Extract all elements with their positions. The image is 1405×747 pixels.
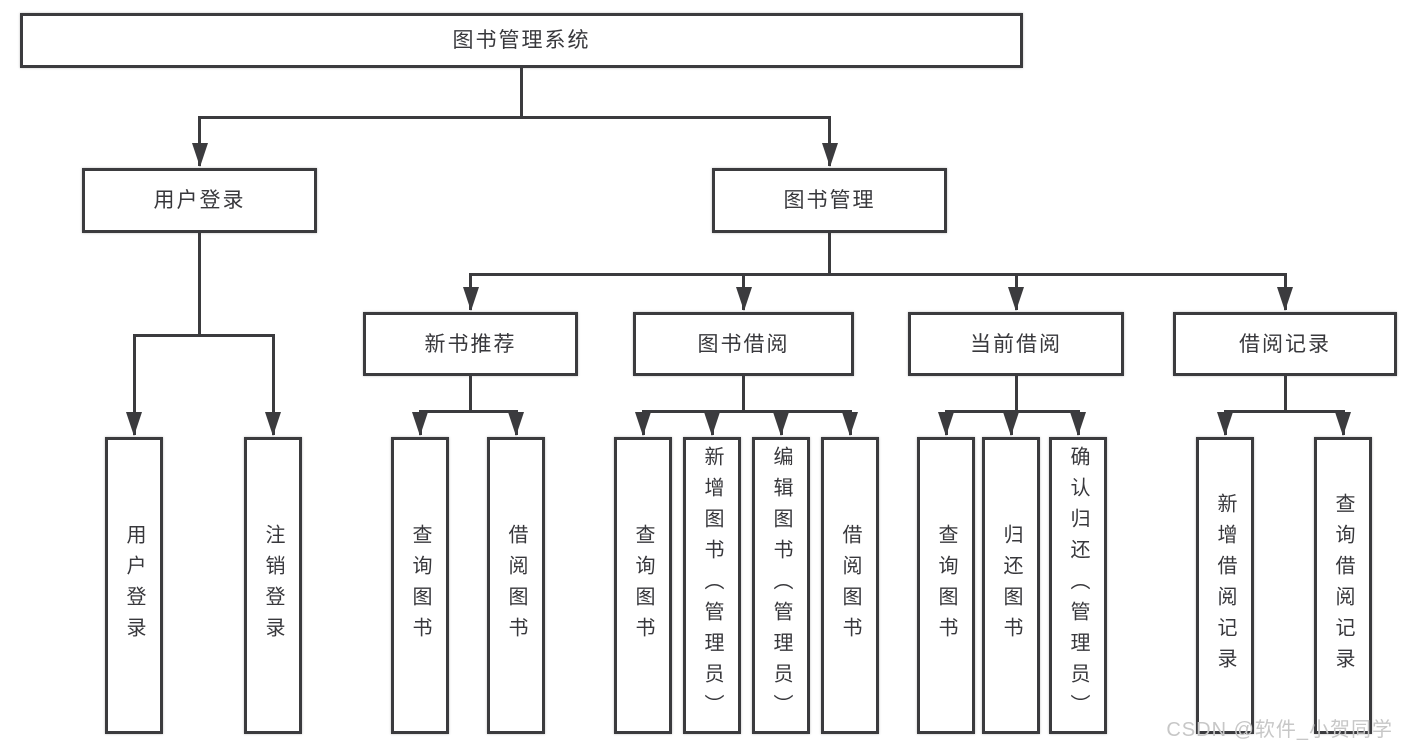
node-leaf-query-record: 查询借阅记录 (1314, 437, 1372, 734)
arrowhead-down-icon (265, 412, 281, 436)
node-label: 借阅图书 (839, 523, 861, 648)
node-label: 图书管理系统 (452, 29, 591, 52)
connector-line (198, 117, 201, 166)
connector-line (1283, 376, 1287, 411)
node-leaf-user-login: 用户登录 (105, 437, 163, 734)
connector-line (1223, 409, 1345, 413)
connector-line (641, 409, 852, 413)
node-leaf-return-books: 归还图书 (982, 437, 1040, 734)
node-root: 图书管理系统 (20, 13, 1023, 68)
connector-line (271, 335, 275, 435)
arrowhead-down-icon (126, 412, 142, 436)
node-leaf-add-books: 新增图书（管理员） (683, 437, 741, 734)
connector-line (520, 68, 523, 117)
node-leaf-borrow-books-2: 借阅图书 (821, 437, 879, 734)
arrowhead-down-icon (191, 143, 208, 167)
node-leaf-query-books-2: 查询图书 (614, 437, 672, 734)
node-borrow-records: 借阅记录 (1173, 312, 1397, 376)
node-leaf-confirm-return: 确认归还（管理员） (1049, 437, 1107, 734)
node-label: 查询借阅记录 (1332, 492, 1354, 679)
node-book-borrow: 图书借阅 (633, 312, 854, 376)
node-label: 编辑图书（管理员） (770, 446, 792, 725)
connector-line (1014, 376, 1018, 411)
connector-line (742, 376, 745, 411)
connector-line (132, 335, 136, 435)
node-label: 新增借阅记录 (1214, 492, 1236, 679)
node-leaf-add-record: 新增借阅记录 (1196, 437, 1254, 734)
node-leaf-query-books-3: 查询图书 (917, 437, 975, 734)
connector-line (828, 233, 831, 274)
arrowhead-down-icon (735, 287, 752, 311)
connector-line (469, 272, 1287, 276)
arrowhead-down-icon (462, 287, 479, 311)
node-label: 查询图书 (935, 523, 957, 648)
connector-line (418, 409, 518, 413)
node-label: 图书借阅 (697, 332, 790, 356)
node-label: 用户登录 (153, 189, 246, 212)
node-label: 归还图书 (1000, 523, 1022, 648)
node-label: 用户登录 (123, 523, 145, 648)
arrowhead-down-icon (773, 412, 789, 436)
node-label: 借阅图书 (505, 523, 527, 648)
node-label: 查询图书 (409, 523, 431, 648)
arrowhead-down-icon (1008, 287, 1024, 311)
arrowhead-down-icon (842, 412, 858, 436)
node-label: 查询图书 (632, 523, 654, 648)
node-label: 图书管理 (783, 189, 876, 212)
arrowhead-down-icon (1335, 412, 1351, 436)
arrowhead-down-icon (1277, 287, 1293, 311)
node-label: 新增图书（管理员） (701, 446, 723, 725)
connector-line (828, 117, 831, 166)
node-label: 注销登录 (262, 523, 284, 648)
connector-line (132, 333, 275, 337)
arrowhead-down-icon (1070, 412, 1086, 436)
connector-line (198, 115, 831, 119)
node-current-borrow: 当前借阅 (908, 312, 1124, 376)
node-leaf-query-books-1: 查询图书 (391, 437, 449, 734)
node-new-books: 新书推荐 (363, 312, 578, 376)
node-label: 借阅记录 (1239, 332, 1331, 356)
arrowhead-down-icon (635, 412, 651, 436)
arrowhead-down-icon (508, 412, 524, 436)
csdn-watermark: CSDN @软件_小贺同学 (1166, 719, 1393, 741)
connector-line (198, 233, 201, 335)
arrowhead-down-icon (1003, 412, 1019, 436)
node-label: 新书推荐 (424, 332, 517, 356)
connector-line (469, 376, 472, 411)
node-leaf-logout: 注销登录 (244, 437, 302, 734)
arrowhead-down-icon (821, 143, 838, 167)
arrowhead-down-icon (412, 412, 428, 436)
arrowhead-down-icon (938, 412, 954, 436)
node-book-mgmt: 图书管理 (712, 168, 947, 233)
node-leaf-edit-books: 编辑图书（管理员） (752, 437, 810, 734)
node-user-login: 用户登录 (82, 168, 317, 233)
node-label: 确认归还（管理员） (1067, 446, 1089, 725)
node-label: 当前借阅 (970, 332, 1062, 356)
node-leaf-borrow-books-1: 借阅图书 (487, 437, 545, 734)
arrowhead-down-icon (1217, 412, 1233, 436)
arrowhead-down-icon (704, 412, 720, 436)
